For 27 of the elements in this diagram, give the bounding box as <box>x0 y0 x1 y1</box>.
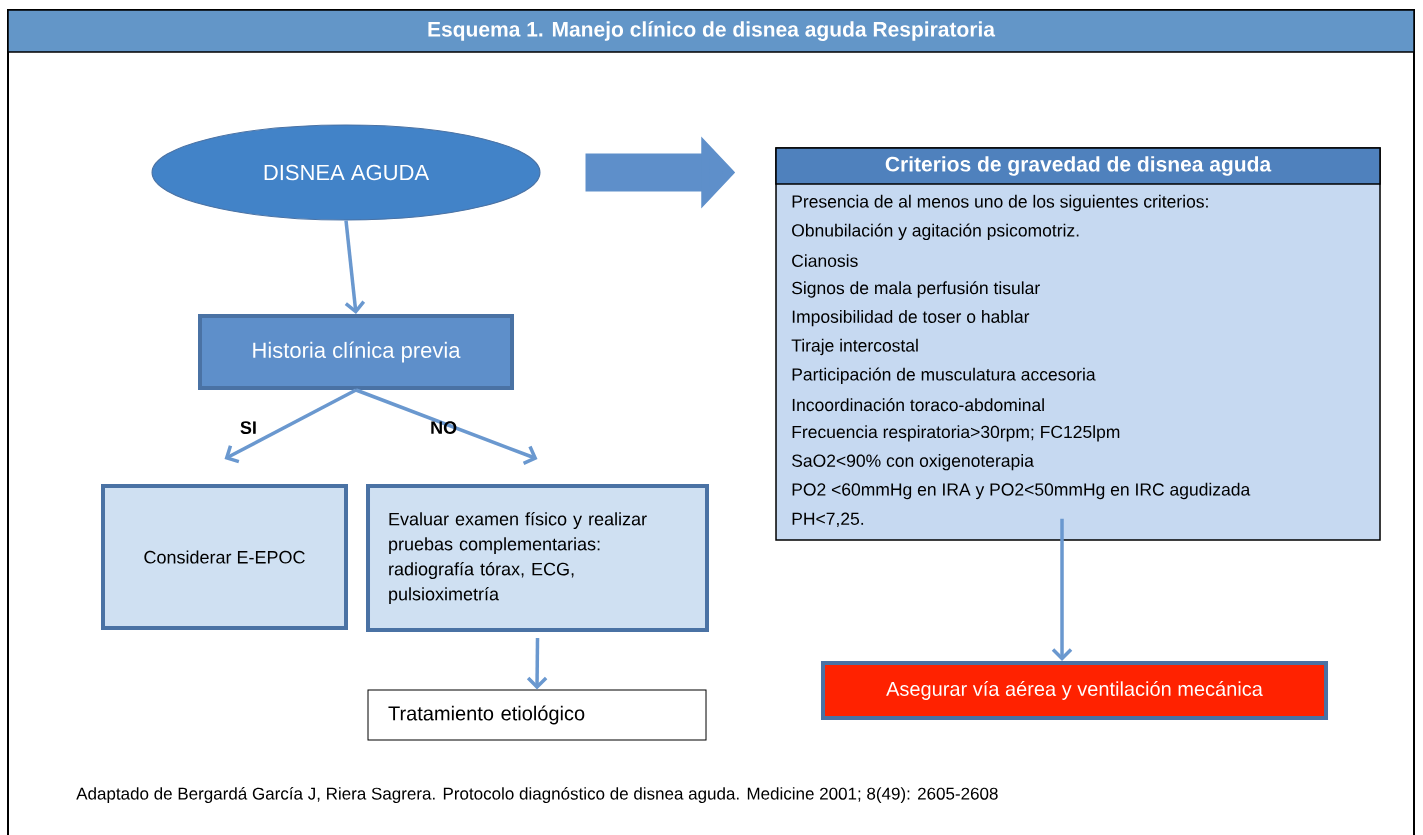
arrow <box>526 638 548 690</box>
criteria-item: Incoordinación toraco-abdominal <box>792 398 1044 412</box>
title-band: Esquema 1. Manejo clínico de disnea aguda Respiratoria <box>7 9 1415 53</box>
alert-box: Asegurar vía aérea y ventilación mecánica <box>821 661 1328 720</box>
criteria-item: PH<7,25. <box>792 512 864 528</box>
process-box: Historia clínica previa <box>198 314 514 390</box>
criteria-item: SaO2<90% con oxigenoterapia <box>792 454 1034 471</box>
arrow <box>344 220 366 314</box>
edge-label: NO <box>431 421 457 434</box>
process-box: Evaluar examen físico y realizar pruebas complementarias: radiografía tórax, ECG, pulsioximetría <box>366 484 709 632</box>
edge-label: SI <box>240 421 256 434</box>
process-box: Tratamiento etiológico <box>367 689 707 741</box>
caption: Adaptado de Bergardá García J, Riera Sagrera. Protocolo diagnóstico de disnea aguda. Medicine 2001; 8(49): 2605-2608 <box>76 787 998 804</box>
box-heading: Criterios de gravedad de disnea aguda <box>775 147 1381 185</box>
criteria-item: Presencia de al menos uno de los siguientes criterios: <box>792 194 1208 212</box>
criteria-item: Participación de musculatura accesoria <box>792 367 1096 385</box>
criteria-item: Imposibilidad de toser o hablar <box>792 310 1030 327</box>
criteria-item: Tiraje intercostal <box>791 338 918 356</box>
criteria-item: PO2 <60mmHg en IRA y PO2<50mmHg en IRC agudizada <box>792 482 1251 500</box>
arrow <box>1051 518 1073 661</box>
criteria-item: Cianosis <box>792 254 858 268</box>
criteria-item: Obnubilación y agitación psicomotriz. <box>792 223 1079 241</box>
criteria-item: Signos de mala perfusión tisular <box>792 281 1040 298</box>
arrow <box>224 388 357 464</box>
process-box: Considerar E-EPOC <box>101 484 348 630</box>
criteria-item: Frecuencia respiratoria>30rpm; FC125lpm <box>792 425 1120 442</box>
arrow <box>355 388 538 465</box>
